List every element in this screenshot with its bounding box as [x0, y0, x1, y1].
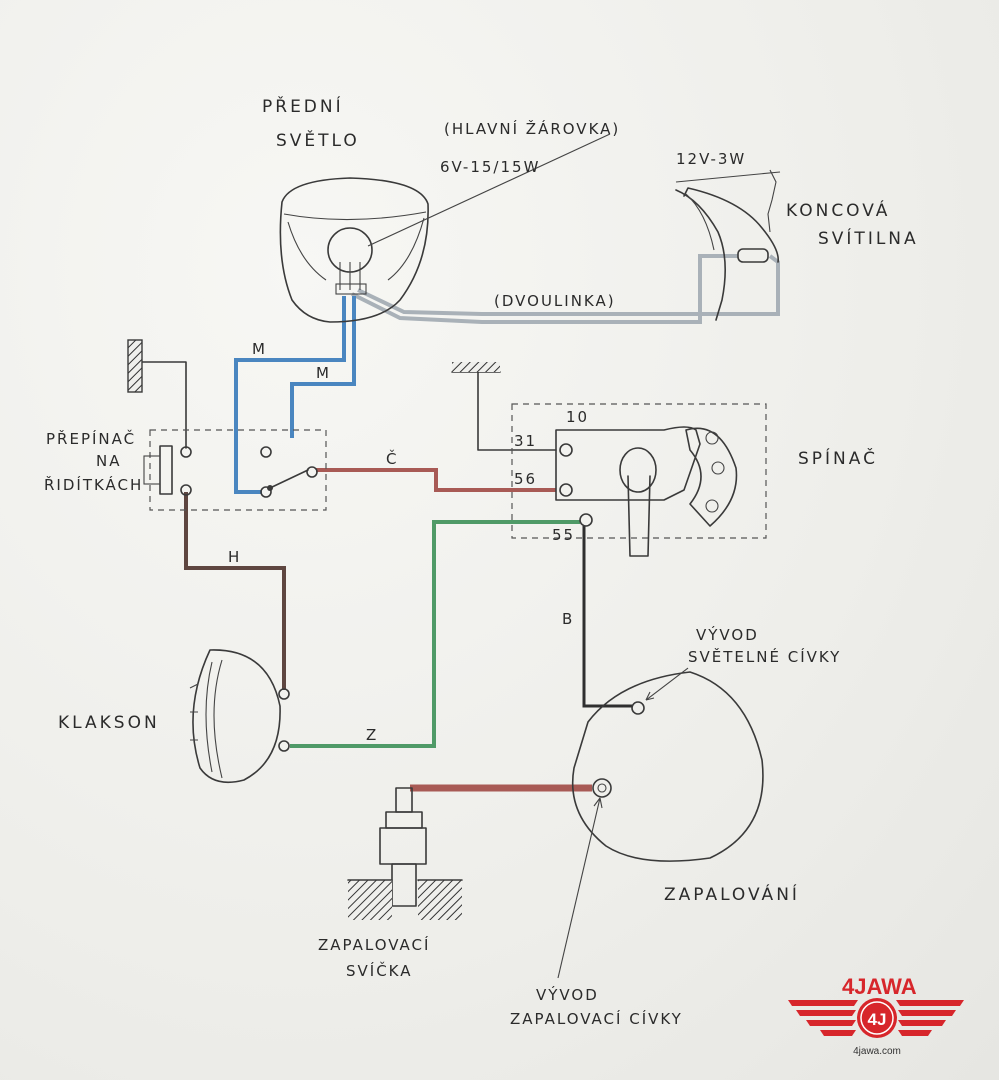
- light-coil-label-1: VÝVOD: [696, 625, 759, 644]
- logo-brand: 4JAWA: [842, 974, 917, 999]
- horn-drawing: [189, 649, 290, 784]
- terminal-10: 10: [566, 408, 589, 426]
- ignition-coil-label-1: VÝVOD: [536, 985, 599, 1004]
- ground-wire-switch: [477, 371, 557, 451]
- main-switch-drawing: [451, 362, 767, 557]
- wire-label-b: B: [562, 610, 572, 628]
- ground-wire-left: [141, 361, 187, 449]
- terminal-56: 56: [514, 470, 537, 488]
- spark-plug-drawing: [347, 787, 463, 920]
- wire-label-z: Z: [366, 726, 376, 744]
- green-wire-z: [290, 520, 580, 748]
- twin-cable-label: (DVOULINKA): [494, 292, 616, 310]
- brown-wire-h: [184, 492, 286, 690]
- handlebar-switch-label-2: NA: [96, 452, 121, 470]
- spark-plug-label-1: ZAPALOVACÍ: [318, 935, 430, 954]
- black-wire-b: [582, 526, 632, 708]
- light-coil-label-2: SVĚTELNÉ CÍVKY: [688, 647, 841, 666]
- ignition-label: ZAPALOVÁNÍ: [664, 883, 800, 905]
- spark-plug-label-2: SVÍČKA: [346, 961, 413, 980]
- headlight-label-1: PŘEDNÍ: [262, 95, 344, 117]
- ignition-drawing: [557, 667, 764, 979]
- tail-lamp-label-1: KONCOVÁ: [786, 199, 890, 221]
- tail-lamp-label-2: SVÍTILNA: [818, 227, 919, 249]
- bulb-label-1: (HLAVNÍ ŽÁROVKA): [444, 119, 620, 138]
- tail-lamp-drawing: [675, 169, 781, 321]
- wire-label-m2: M: [316, 364, 329, 382]
- terminal-55: 55: [552, 526, 575, 544]
- red-wire-c: [316, 468, 556, 492]
- handlebar-switch-label-1: PŘEPÍNAČ: [46, 429, 136, 448]
- handlebar-switch-label-3: ŘIDÍTKÁCH: [44, 475, 143, 494]
- wire-label-m1: M: [252, 340, 265, 358]
- logo-url: 4jawa.com: [853, 1046, 901, 1057]
- twin-cable-wire: [351, 254, 780, 324]
- terminal-31: 31: [514, 432, 537, 450]
- 4jawa-logo: 4JAWA 4J 4jawa.com: [788, 974, 964, 1057]
- horn-label: KLAKSON: [58, 713, 160, 733]
- bulb-label-2: 6V-15/15W: [440, 158, 540, 176]
- main-switch-label: SPÍNAČ: [798, 447, 878, 469]
- logo-emblem: 4J: [868, 1010, 887, 1029]
- handlebar-switch-drawing: [127, 339, 327, 511]
- tail-bulb-label: 12V-3W: [676, 150, 746, 168]
- blue-wire-m: [234, 296, 356, 494]
- headlight-drawing: [279, 133, 611, 323]
- wire-label-h: H: [228, 548, 239, 566]
- ignition-coil-label-2: ZAPALOVACÍ CÍVKY: [510, 1009, 683, 1028]
- headlight-label-2: SVĚTLO: [276, 129, 360, 151]
- wire-label-c: Č: [386, 449, 396, 468]
